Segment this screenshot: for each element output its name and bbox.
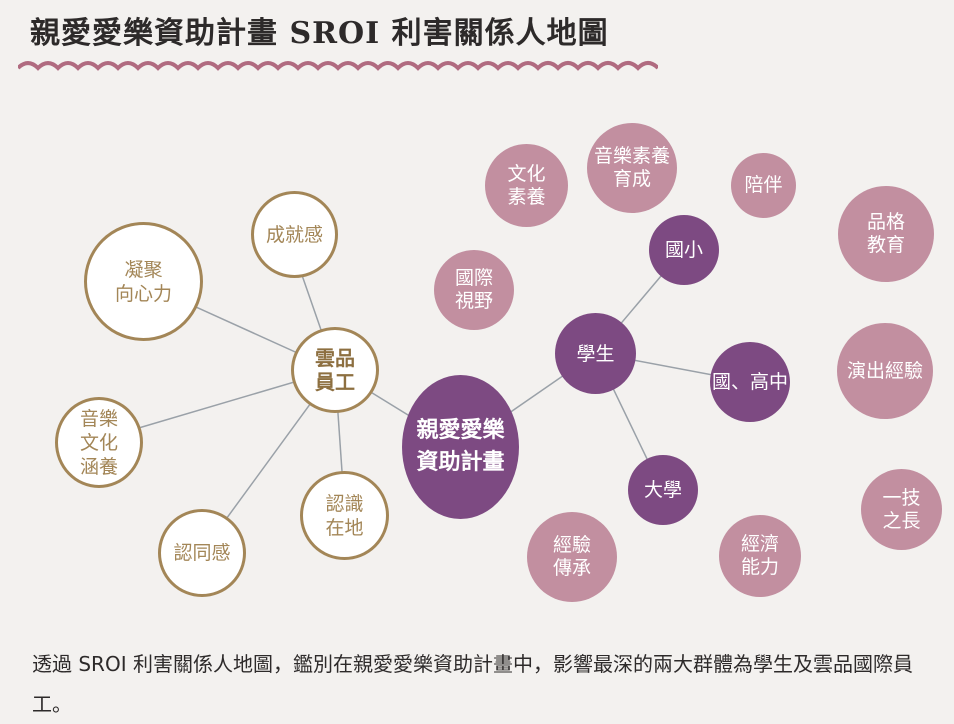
node-sense-of-achievement: 成就感 — [251, 191, 338, 278]
center-node-program: 親愛愛樂 資助計畫 — [402, 375, 519, 519]
node-global-vision: 國際 視野 — [434, 250, 514, 330]
node-cultural-literacy: 文化 素養 — [485, 144, 568, 227]
node-employees: 雲品 員工 — [291, 327, 379, 413]
node-music-culture: 音樂 文化 涵養 — [55, 397, 143, 488]
node-elementary-school: 國小 — [649, 215, 719, 285]
caption-text: 透過 SROI 利害關係人地圖，鑑別在親愛愛樂資助計畫中，影響最深的兩大群體為學… — [32, 652, 913, 716]
node-performance-experience: 演出經驗 — [837, 323, 933, 419]
node-know-local: 認識 在地 — [300, 471, 389, 560]
node-experience-inheritance: 經驗 傳承 — [527, 512, 617, 602]
node-cohesion: 凝聚 向心力 — [84, 222, 203, 341]
page-title: 親愛愛樂資助計畫 SROI 利害關係人地圖 — [30, 16, 609, 51]
node-sense-of-identity: 認同感 — [158, 509, 246, 597]
node-specialty-skill: 一技 之長 — [861, 469, 942, 550]
title-underline-wave — [18, 61, 658, 71]
node-music-literacy: 音樂素養 育成 — [587, 123, 677, 213]
node-companionship: 陪伴 — [731, 153, 796, 218]
node-economic-ability: 經濟 能力 — [719, 515, 801, 597]
node-students: 學生 — [555, 313, 636, 394]
node-university: 大學 — [628, 455, 698, 525]
node-character-education: 品格 教育 — [838, 186, 934, 282]
node-junior-senior-high: 國、高中 — [710, 342, 790, 422]
